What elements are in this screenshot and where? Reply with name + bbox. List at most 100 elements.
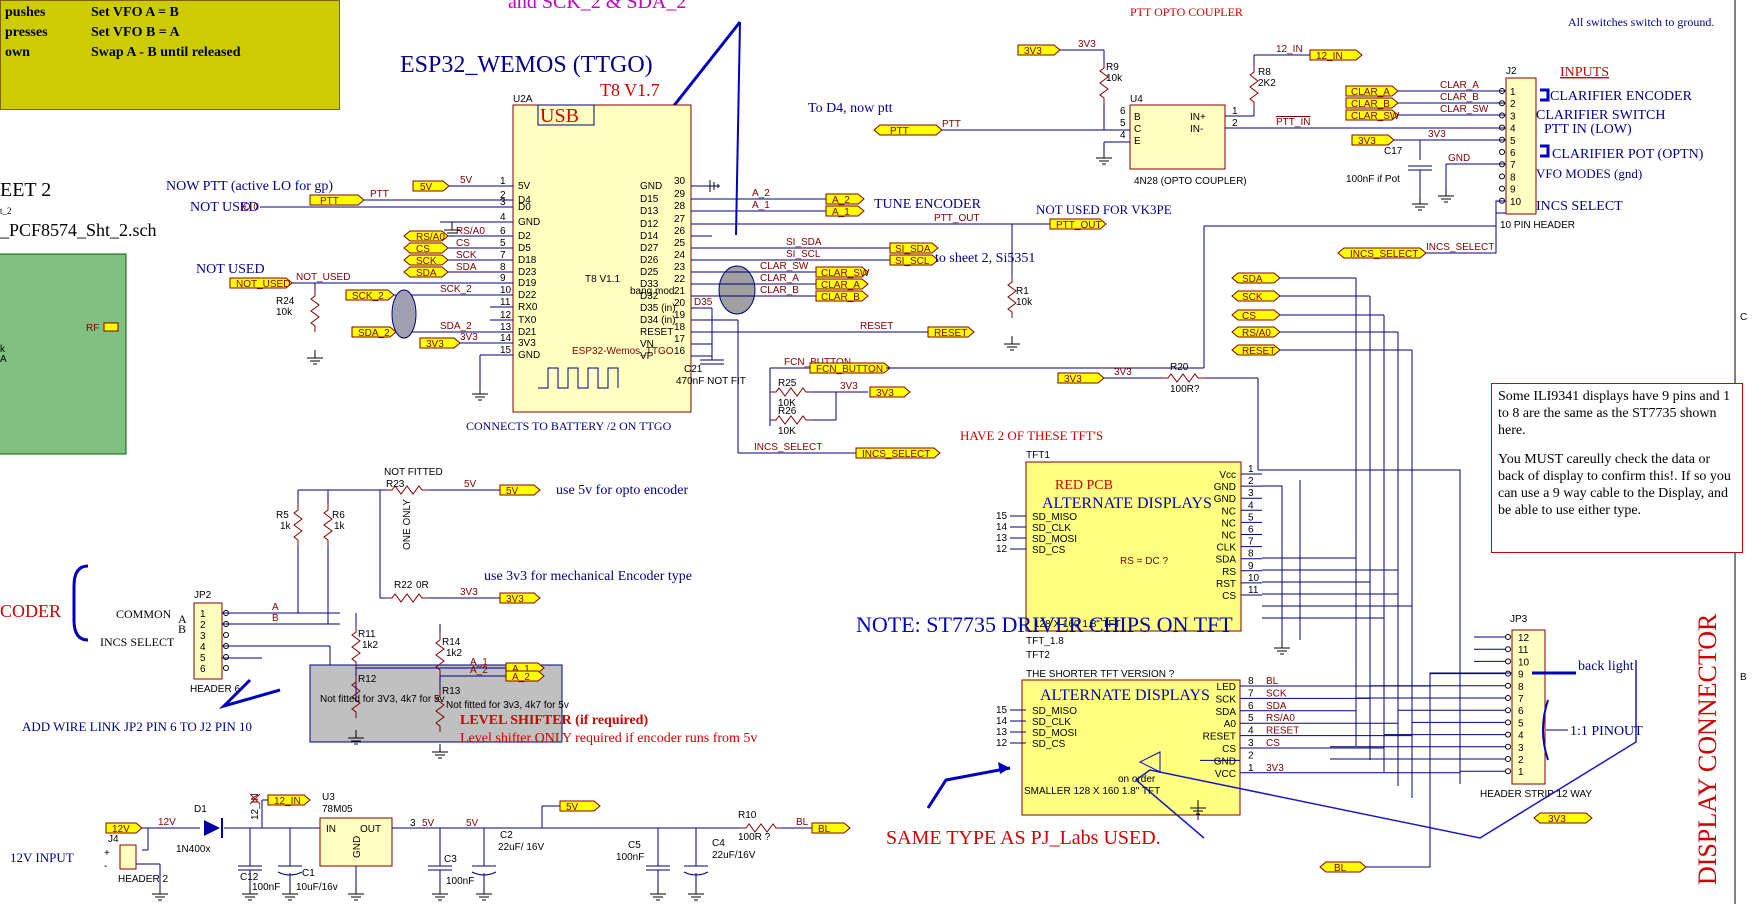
svg-text:SD_CLK: SD_CLK (1032, 717, 1071, 728)
esp-left-pin-num: 2 (500, 190, 506, 201)
esp-left-pin-num: 13 (500, 322, 512, 333)
port-5v-encoder: 5V (499, 484, 541, 497)
svg-text:NOT_USED: NOT_USED (296, 272, 350, 283)
opto-title: PTT OPTO COUPLER (1130, 5, 1243, 19)
port-sisda: SI_SDA (889, 242, 939, 255)
svg-text:CLAR_A: CLAR_A (1351, 87, 1390, 98)
svg-text:FCN_BUTTON: FCN_BUTTON (816, 364, 883, 375)
svg-text:4: 4 (1510, 124, 1516, 135)
svg-text:SI_SCL: SI_SCL (786, 249, 821, 260)
svg-text:SD_MISO: SD_MISO (1032, 512, 1077, 523)
port-notused: NOT_USED (229, 277, 293, 290)
esp-right-pin-name: D12 (640, 219, 659, 230)
tft1-size: 128 X 160 1.8" TFT (1034, 619, 1121, 630)
connects-battery-note: CONNECTS TO BATTERY /2 ON TTGO (466, 419, 672, 433)
svg-text:15: 15 (996, 705, 1008, 716)
svg-text:Vcc: Vcc (1219, 470, 1236, 481)
esp-right-pin-name: D27 (640, 243, 659, 254)
svg-text:CLAR_B: CLAR_B (1351, 99, 1390, 110)
header-jp3 (1511, 629, 1546, 785)
svg-text:SD_MISO: SD_MISO (1032, 706, 1077, 717)
inputs-title: INPUTS (1560, 65, 1609, 80)
svg-text:5: 5 (1248, 713, 1254, 724)
not-used-d0-note: NOT USED (190, 200, 259, 215)
svg-text:3V3: 3V3 (876, 388, 894, 399)
svg-text:2: 2 (200, 620, 206, 631)
svg-text:RESET: RESET (1266, 726, 1299, 737)
svg-text:10 PIN HEADER: 10 PIN HEADER (1500, 220, 1575, 231)
sheet2-file: _PCF8574_Sht_2.sch (0, 220, 157, 240)
svg-text:JP3: JP3 (1510, 614, 1528, 625)
svg-text:5: 5 (200, 653, 206, 664)
svg-text:10k: 10k (1106, 73, 1123, 84)
svg-text:5V: 5V (464, 479, 477, 490)
to-d4-note: To D4, now ptt (808, 101, 893, 116)
jp2-a-label: A (178, 612, 187, 626)
esp-left-pin-name: GND (518, 350, 540, 361)
svg-text:1: 1 (200, 609, 206, 620)
esp-right-pin-name: D13 (640, 206, 659, 217)
esp-left-pin-num: 1 (500, 176, 506, 187)
port-sck2: SCK_2 (345, 289, 395, 302)
port-3v3-left: 3V3 (419, 337, 461, 350)
note-st7735: NOTE: ST7735 DRIVER CHIPS ON TFT (856, 612, 1233, 637)
t8v11-label: T8 V1.1 (585, 274, 620, 285)
esp-right-pin-name: D15 (640, 194, 659, 205)
svg-text:1: 1 (1510, 87, 1516, 98)
bus-port-sck: SCK (1231, 290, 1281, 303)
svg-text:C2: C2 (500, 830, 513, 841)
svg-text:6: 6 (1120, 106, 1126, 117)
top-pink-note: and SCK_2 & SDA_2 (508, 0, 686, 13)
svg-text:5: 5 (1120, 118, 1126, 129)
svg-text:470nF NOT FIT: 470nF NOT FIT (676, 376, 746, 387)
svg-text:8: 8 (1510, 172, 1516, 183)
svg-text:10uF/16v: 10uF/16v (296, 882, 338, 893)
svg-text:k: k (0, 344, 6, 355)
svg-text:R23: R23 (386, 479, 405, 490)
rf-port-label: RF (86, 323, 99, 334)
port-sda2: SDA_2 (351, 326, 397, 339)
svg-text:3V3: 3V3 (1114, 367, 1132, 378)
svg-text:R20: R20 (1170, 362, 1189, 373)
not-fitted-r13: Not fitted for 3v3, 4k7 for 5v (446, 700, 569, 711)
svg-text:SCK: SCK (1215, 694, 1236, 705)
port-incs-select-esp: INCS_SELECT (855, 447, 941, 460)
svg-text:1N400x: 1N400x (176, 844, 210, 855)
esp-left-pin-name: 5V (518, 181, 531, 192)
esp32-module (512, 104, 692, 413)
port-5v-left: 5V (412, 180, 450, 193)
not-fitted-r23: NOT FITTED (384, 467, 443, 478)
svg-text:7: 7 (1248, 688, 1254, 699)
svg-text:100R?: 100R? (1170, 384, 1200, 395)
svg-text:SDA: SDA (416, 268, 437, 279)
svg-text:R14: R14 (442, 637, 461, 648)
port-3v3-jp3: 3V3 (1533, 812, 1593, 825)
svg-text:RESET: RESET (860, 321, 893, 332)
svg-text:7: 7 (1248, 537, 1254, 548)
svg-text:PTT_IN: PTT_IN (1276, 117, 1310, 128)
svg-text:INCS_SELECT: INCS_SELECT (862, 449, 930, 460)
svg-text:6: 6 (1248, 525, 1254, 536)
header-jp2 (193, 602, 223, 680)
svg-text:R11: R11 (358, 629, 376, 640)
svg-text:3: 3 (200, 631, 206, 642)
svg-text:2: 2 (1518, 755, 1524, 766)
level-shifter-sub: Level shifter ONLY required if encoder r… (460, 731, 757, 746)
svg-text:78M05: 78M05 (322, 804, 353, 815)
svg-text:RESET: RESET (934, 328, 967, 339)
svg-text:R10: R10 (738, 810, 757, 821)
svg-text:-: - (104, 861, 107, 872)
svg-text:3V3: 3V3 (1266, 763, 1284, 774)
esp-right-pin-num: 30 (674, 176, 686, 187)
svg-text:12_IN: 12_IN (250, 793, 261, 820)
svg-text:3V3: 3V3 (1064, 374, 1082, 385)
port-sda-left: SDA (403, 266, 449, 279)
not-fitted-r12: Not fitted for 3V3, 4k7 for 5v (320, 694, 445, 705)
svg-text:RS/A0: RS/A0 (1266, 713, 1295, 724)
svg-text:R13: R13 (442, 686, 461, 697)
banner-row-1-left: pushes (5, 5, 46, 20)
svg-text:22uF/16V: 22uF/16V (712, 850, 756, 861)
svg-text:100nF: 100nF (616, 852, 644, 863)
svg-text:10K: 10K (778, 426, 796, 437)
